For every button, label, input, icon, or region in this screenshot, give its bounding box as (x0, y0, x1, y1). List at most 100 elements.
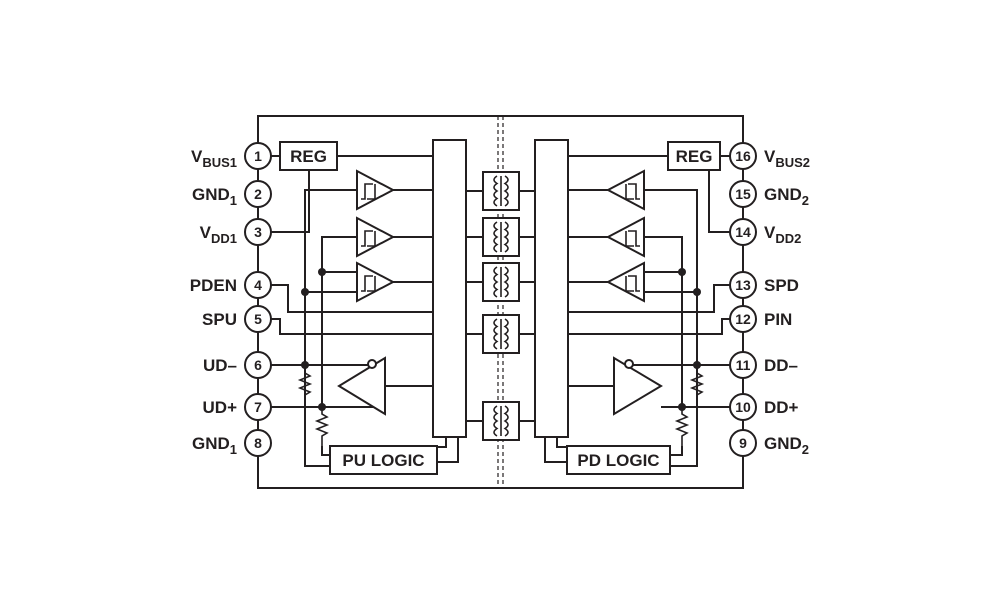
pin-8-circle (244, 429, 272, 457)
pin-1-label-subscript: BUS1 (202, 155, 237, 170)
pin-5-circle (244, 305, 272, 333)
pin-12-label: PIN (764, 310, 792, 329)
pin-1-number: 1 (254, 148, 262, 164)
pin-8-label-subscript: 1 (230, 442, 237, 457)
pin-10-number: 10 (735, 399, 751, 415)
pin-7-number: 7 (254, 399, 262, 415)
pin-4-number: 4 (254, 277, 262, 293)
right-schmitt-buffer-1 (607, 170, 645, 210)
pin-15-number: 15 (735, 186, 751, 202)
pin-9-label-subscript: 2 (802, 442, 809, 457)
pin-10-label: DD+ (764, 398, 799, 417)
left-encoder-block (432, 139, 467, 438)
pin-7: 7 UD+ (203, 393, 272, 421)
right-decoder-block (534, 139, 569, 438)
pin-14-label: VDD2 (764, 223, 801, 246)
transformer-connections (466, 190, 535, 422)
pin-7-circle (244, 393, 272, 421)
pin-3-label: VDD1 (200, 223, 237, 246)
pin-11-label-base: DD– (764, 356, 798, 375)
left-schmitt-buffer-1 (356, 170, 394, 210)
left-schmitt-buffer-2 (356, 217, 394, 257)
pin-5-label-base: SPU (202, 310, 237, 329)
pin-2-label-subscript: 1 (230, 193, 237, 208)
pin-5-label: SPU (202, 310, 237, 329)
pin-3-circle (244, 218, 272, 246)
right-schmitt-buffer-2 (607, 217, 645, 257)
pin-6-label: UD– (203, 356, 237, 375)
pin-16-number: 16 (735, 148, 751, 164)
pin-3: 3 VDD1 (200, 218, 272, 246)
pin-14-label-base: V (764, 223, 776, 242)
pd-logic-block: PD LOGIC (566, 445, 671, 475)
pin-4-circle (244, 271, 272, 299)
right-wiring (544, 155, 731, 467)
pu-logic-block: PU LOGIC (329, 445, 438, 475)
right-schmitt-buffer-3 (607, 262, 645, 302)
pin-14-circle (729, 218, 757, 246)
pin-2-number: 2 (254, 186, 262, 202)
pin-8-number: 8 (254, 435, 262, 451)
pin-12-circle (729, 305, 757, 333)
pin-13-label: SPD (764, 276, 799, 295)
pin-15-label-base: GND (764, 185, 802, 204)
pd-logic-label: PD LOGIC (577, 451, 659, 470)
pin-5-number: 5 (254, 311, 262, 327)
pin-6-number: 6 (254, 357, 262, 373)
pin-13: 13 SPD (729, 271, 799, 299)
pin-13-number: 13 (735, 277, 751, 293)
pin-1-label-base: V (191, 147, 203, 166)
pin-12-number: 12 (735, 311, 751, 327)
transformer-1 (482, 171, 520, 211)
reg-right-label: REG (676, 147, 713, 166)
pin-1-circle (244, 142, 272, 170)
pu-logic-label: PU LOGIC (342, 451, 424, 470)
pin-15-label: GND2 (764, 185, 809, 208)
pin-1: 1 VBUS1 (191, 142, 272, 170)
transformer-2 (482, 217, 520, 257)
pin-6-label-base: UD– (203, 356, 237, 375)
pin-9-circle (729, 429, 757, 457)
reg-left-label: REG (290, 147, 327, 166)
transformer-5 (482, 401, 520, 441)
transformer-3 (482, 262, 520, 302)
pin-15-label-subscript: 2 (802, 193, 809, 208)
pin-13-label-base: SPD (764, 276, 799, 295)
pin-16-circle (729, 142, 757, 170)
pin-3-label-base: V (200, 223, 212, 242)
pin-7-label: UD+ (203, 398, 238, 417)
pin-6: 6 UD– (203, 351, 272, 379)
pin-10-label-base: DD+ (764, 398, 799, 417)
pin-1-label: VBUS1 (191, 147, 237, 170)
pin-13-circle (729, 271, 757, 299)
pin-3-number: 3 (254, 224, 262, 240)
pin-7-label-base: UD+ (203, 398, 238, 417)
pin-2-label: GND1 (192, 185, 237, 208)
right-usb-driver (613, 356, 663, 416)
pin-16-label-subscript: BUS2 (775, 155, 810, 170)
pin-9-label-base: GND (764, 434, 802, 453)
pin-8-label: GND1 (192, 434, 237, 457)
pin-9-label: GND2 (764, 434, 809, 457)
pin-10-circle (729, 393, 757, 421)
pin-2: 2 GND1 (192, 180, 272, 208)
pin-14-label-subscript: DD2 (775, 231, 801, 246)
reg-left: REG (279, 141, 338, 171)
pin-16-label: VBUS2 (764, 147, 810, 170)
pin-6-circle (244, 351, 272, 379)
pin-16: 16 VBUS2 (729, 142, 810, 170)
transformer-4 (482, 314, 520, 354)
pin-16-label-base: V (764, 147, 776, 166)
left-usb-driver (337, 356, 386, 416)
pin-8: 8 GND1 (192, 429, 272, 457)
pin-12-label-base: PIN (764, 310, 792, 329)
pin-8-label-base: GND (192, 434, 230, 453)
pin-10: 10 DD+ (729, 393, 799, 421)
reg-right: REG (667, 141, 721, 171)
pin-11-label: DD– (764, 356, 798, 375)
